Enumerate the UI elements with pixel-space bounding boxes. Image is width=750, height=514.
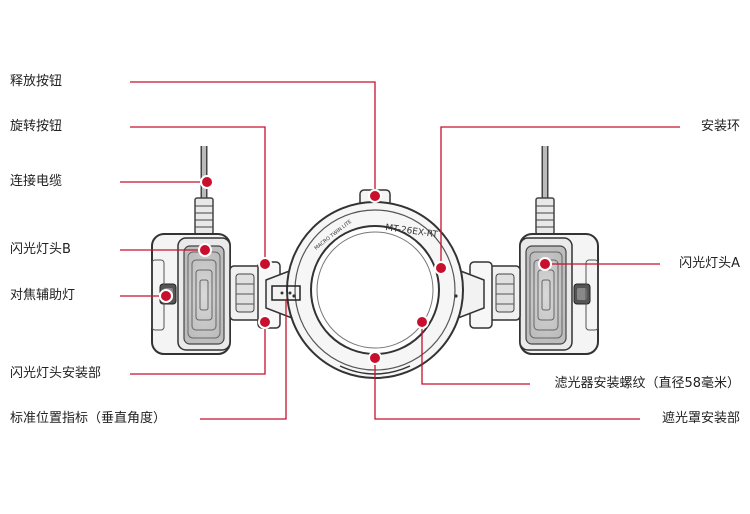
label-standard-position-index: 标准位置指标（垂直角度） — [10, 411, 167, 426]
head-mount-right — [457, 261, 521, 329]
label-filter-thread: 滤光器安装螺纹（直径58毫米） — [554, 376, 740, 391]
cable-right — [535, 146, 555, 235]
flash-head-a — [519, 233, 599, 355]
label-mount-ring: 安装环 — [700, 119, 740, 134]
flash-head-b — [151, 233, 231, 355]
label-connection-cable: 连接电缆 — [10, 174, 63, 189]
callout-lines — [120, 81, 680, 420]
callout-dots — [159, 175, 552, 365]
label-af-assist-lamp: 对焦辅助灯 — [10, 288, 76, 303]
cable-left — [194, 146, 214, 235]
label-rotate-button: 旋转按钮 — [10, 119, 63, 134]
label-flash-head-mount: 闪光灯头安装部 — [10, 366, 102, 381]
label-hood-mount: 遮光罩安装部 — [661, 411, 740, 426]
label-release-button: 释放按钮 — [10, 74, 63, 89]
label-flash-head-a: 闪光灯头A — [679, 256, 740, 271]
label-flash-head-b: 闪光灯头B — [10, 242, 71, 257]
ring-body — [286, 189, 464, 379]
